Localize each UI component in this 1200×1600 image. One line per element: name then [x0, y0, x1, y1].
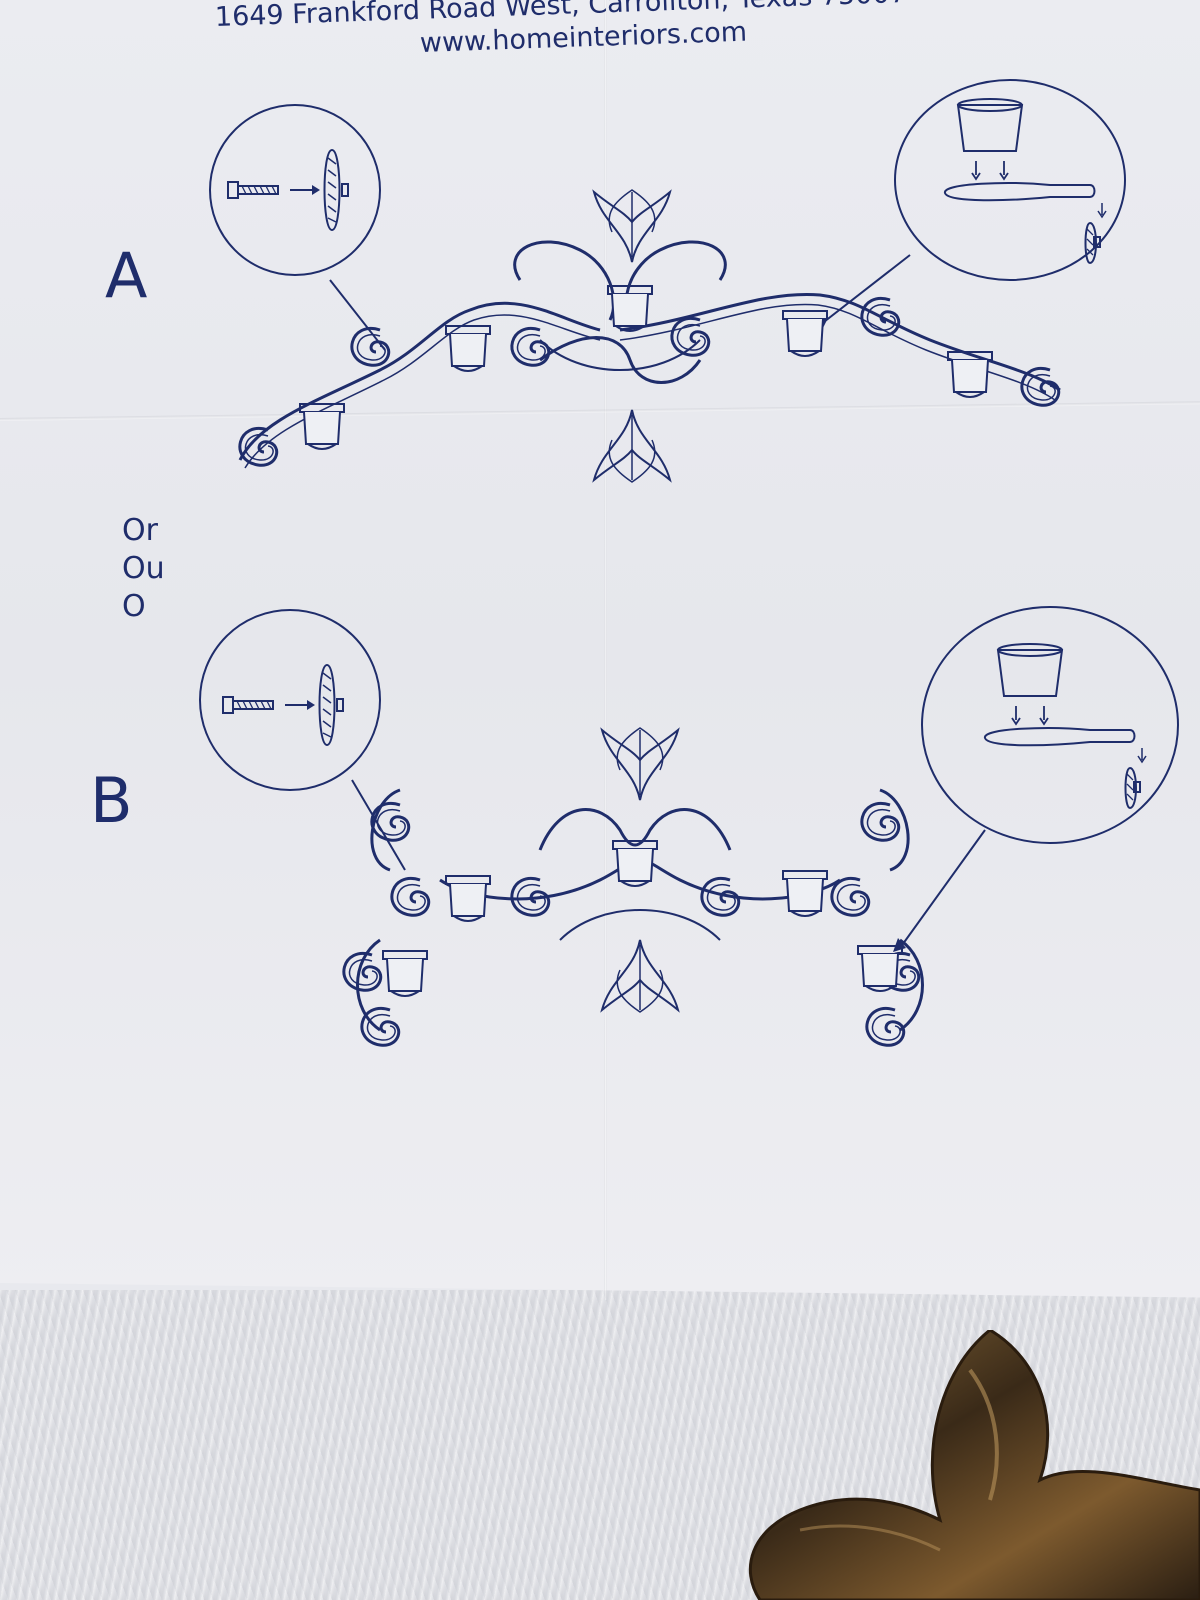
screw-detail-circle	[199, 609, 381, 791]
pointer-line	[899, 829, 986, 949]
or-french: Ou	[122, 551, 165, 586]
candle-cup-icon	[943, 98, 1107, 264]
option-b-label: B	[90, 764, 133, 837]
vertical-fold-line	[604, 0, 607, 1300]
screw-icon	[222, 664, 344, 746]
screw-icon	[227, 149, 349, 231]
option-b-diagram	[199, 606, 1179, 1047]
or-separator: Or Ou O	[122, 512, 165, 626]
assembly-diagram	[199, 79, 1179, 1047]
pointer-line	[819, 254, 911, 326]
or-english: Or	[122, 513, 158, 548]
pointer-line	[329, 279, 386, 351]
cup-detail-circle	[921, 606, 1179, 844]
cup-ring-holder-icon	[983, 643, 1147, 809]
fleur-de-lis-ornament	[748, 1330, 1200, 1600]
wall-bracket-icon	[238, 189, 1061, 483]
pointer-line	[351, 779, 406, 871]
cup-detail-circle	[894, 79, 1126, 281]
option-a-diagram	[209, 79, 1126, 483]
or-spanish: O	[122, 589, 146, 624]
screw-detail-circle	[209, 104, 381, 276]
option-a-label: A	[105, 239, 148, 312]
